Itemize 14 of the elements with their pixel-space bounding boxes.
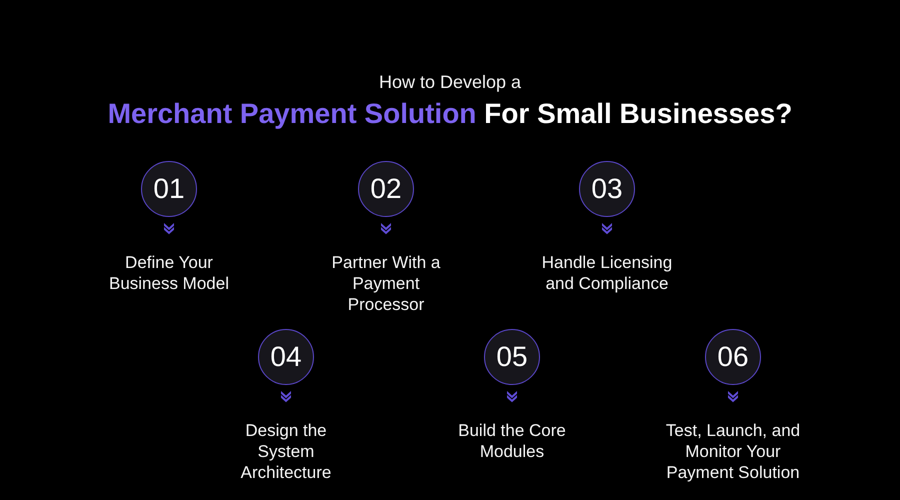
step-title: Test, Launch, and Monitor Your Payment Solution [664,420,802,483]
step-title: Handle Licensing and Compliance [540,252,674,294]
step-number: 02 [370,173,402,205]
step-number: 03 [591,173,623,205]
title: Merchant Payment Solution For Small Businesses? [108,97,792,131]
step-title: Define Your Business Model [108,252,230,294]
step-number: 01 [153,173,185,205]
step-number: 04 [270,341,302,373]
step-number: 06 [717,341,749,373]
step-title: Build the Core Modules [457,420,567,462]
step-title: Partner With a Payment Processor [330,252,442,315]
step-title: Design the System Architecture [240,420,332,483]
step-number: 05 [496,341,528,373]
subtitle: How to Develop a [378,71,522,94]
